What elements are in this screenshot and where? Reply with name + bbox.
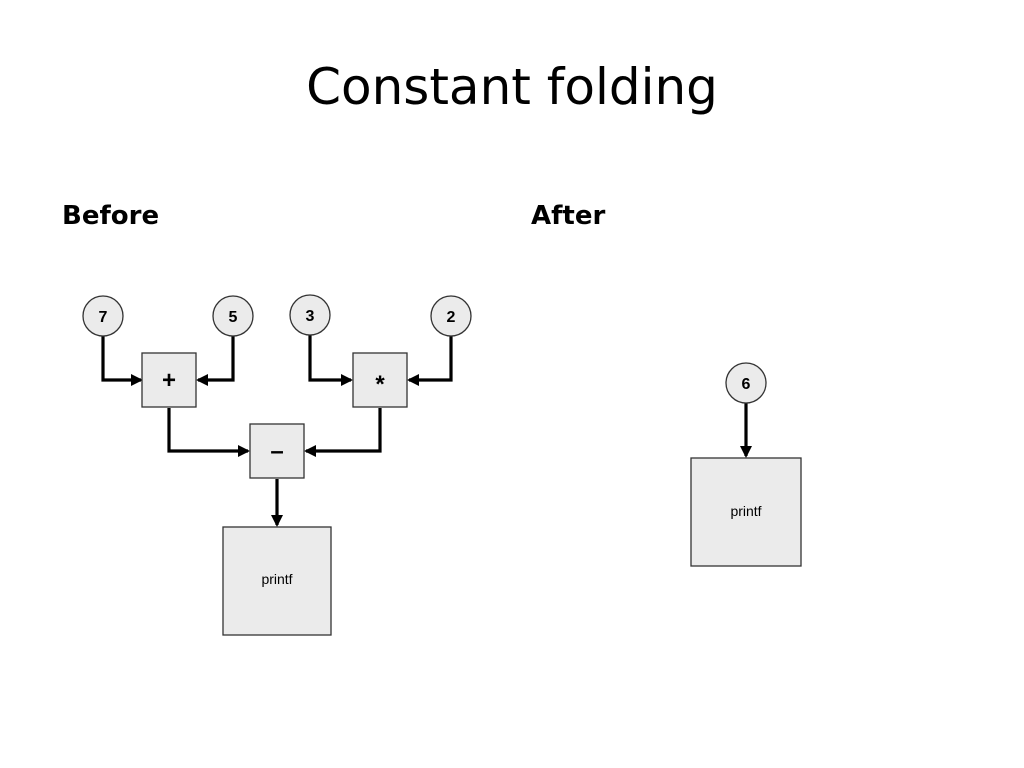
printf-node: printf [222,526,332,636]
operator-label: * [375,371,385,398]
constant-node: 6 [725,362,767,404]
constant-node-label: 2 [447,309,456,326]
constant-node-label: 6 [742,376,751,393]
constant-node: 3 [289,294,331,336]
printf-label: printf [730,503,761,519]
printf-node: printf [690,457,802,567]
edge-2-to-multiply [407,336,453,386]
operator-node-multiply: * [352,352,408,408]
constant-node-label: 5 [229,309,238,326]
after-graph: 6 printf [690,362,802,567]
printf-label: printf [261,571,292,587]
edge-5-to-plus [196,336,235,386]
edge-7-to-plus [101,336,143,386]
after-label: After [531,201,606,231]
operator-node-subtract: – [249,423,305,479]
edge-3-to-multiply [308,335,353,386]
before-label: Before [62,201,160,231]
constant-node: 7 [82,295,124,337]
constant-node-label: 7 [99,309,108,326]
slide-title: Constant folding [306,58,718,116]
edge-multiply-to-minus [304,408,382,457]
before-graph: 7 5 3 2 + * – printf [82,294,472,636]
constant-node-label: 3 [306,308,315,325]
operator-node-add: + [141,352,197,408]
constant-node: 2 [430,295,472,337]
operator-label: + [162,367,176,394]
operator-label: – [270,438,283,465]
constant-node: 5 [212,295,254,337]
edge-plus-to-minus [167,408,250,457]
